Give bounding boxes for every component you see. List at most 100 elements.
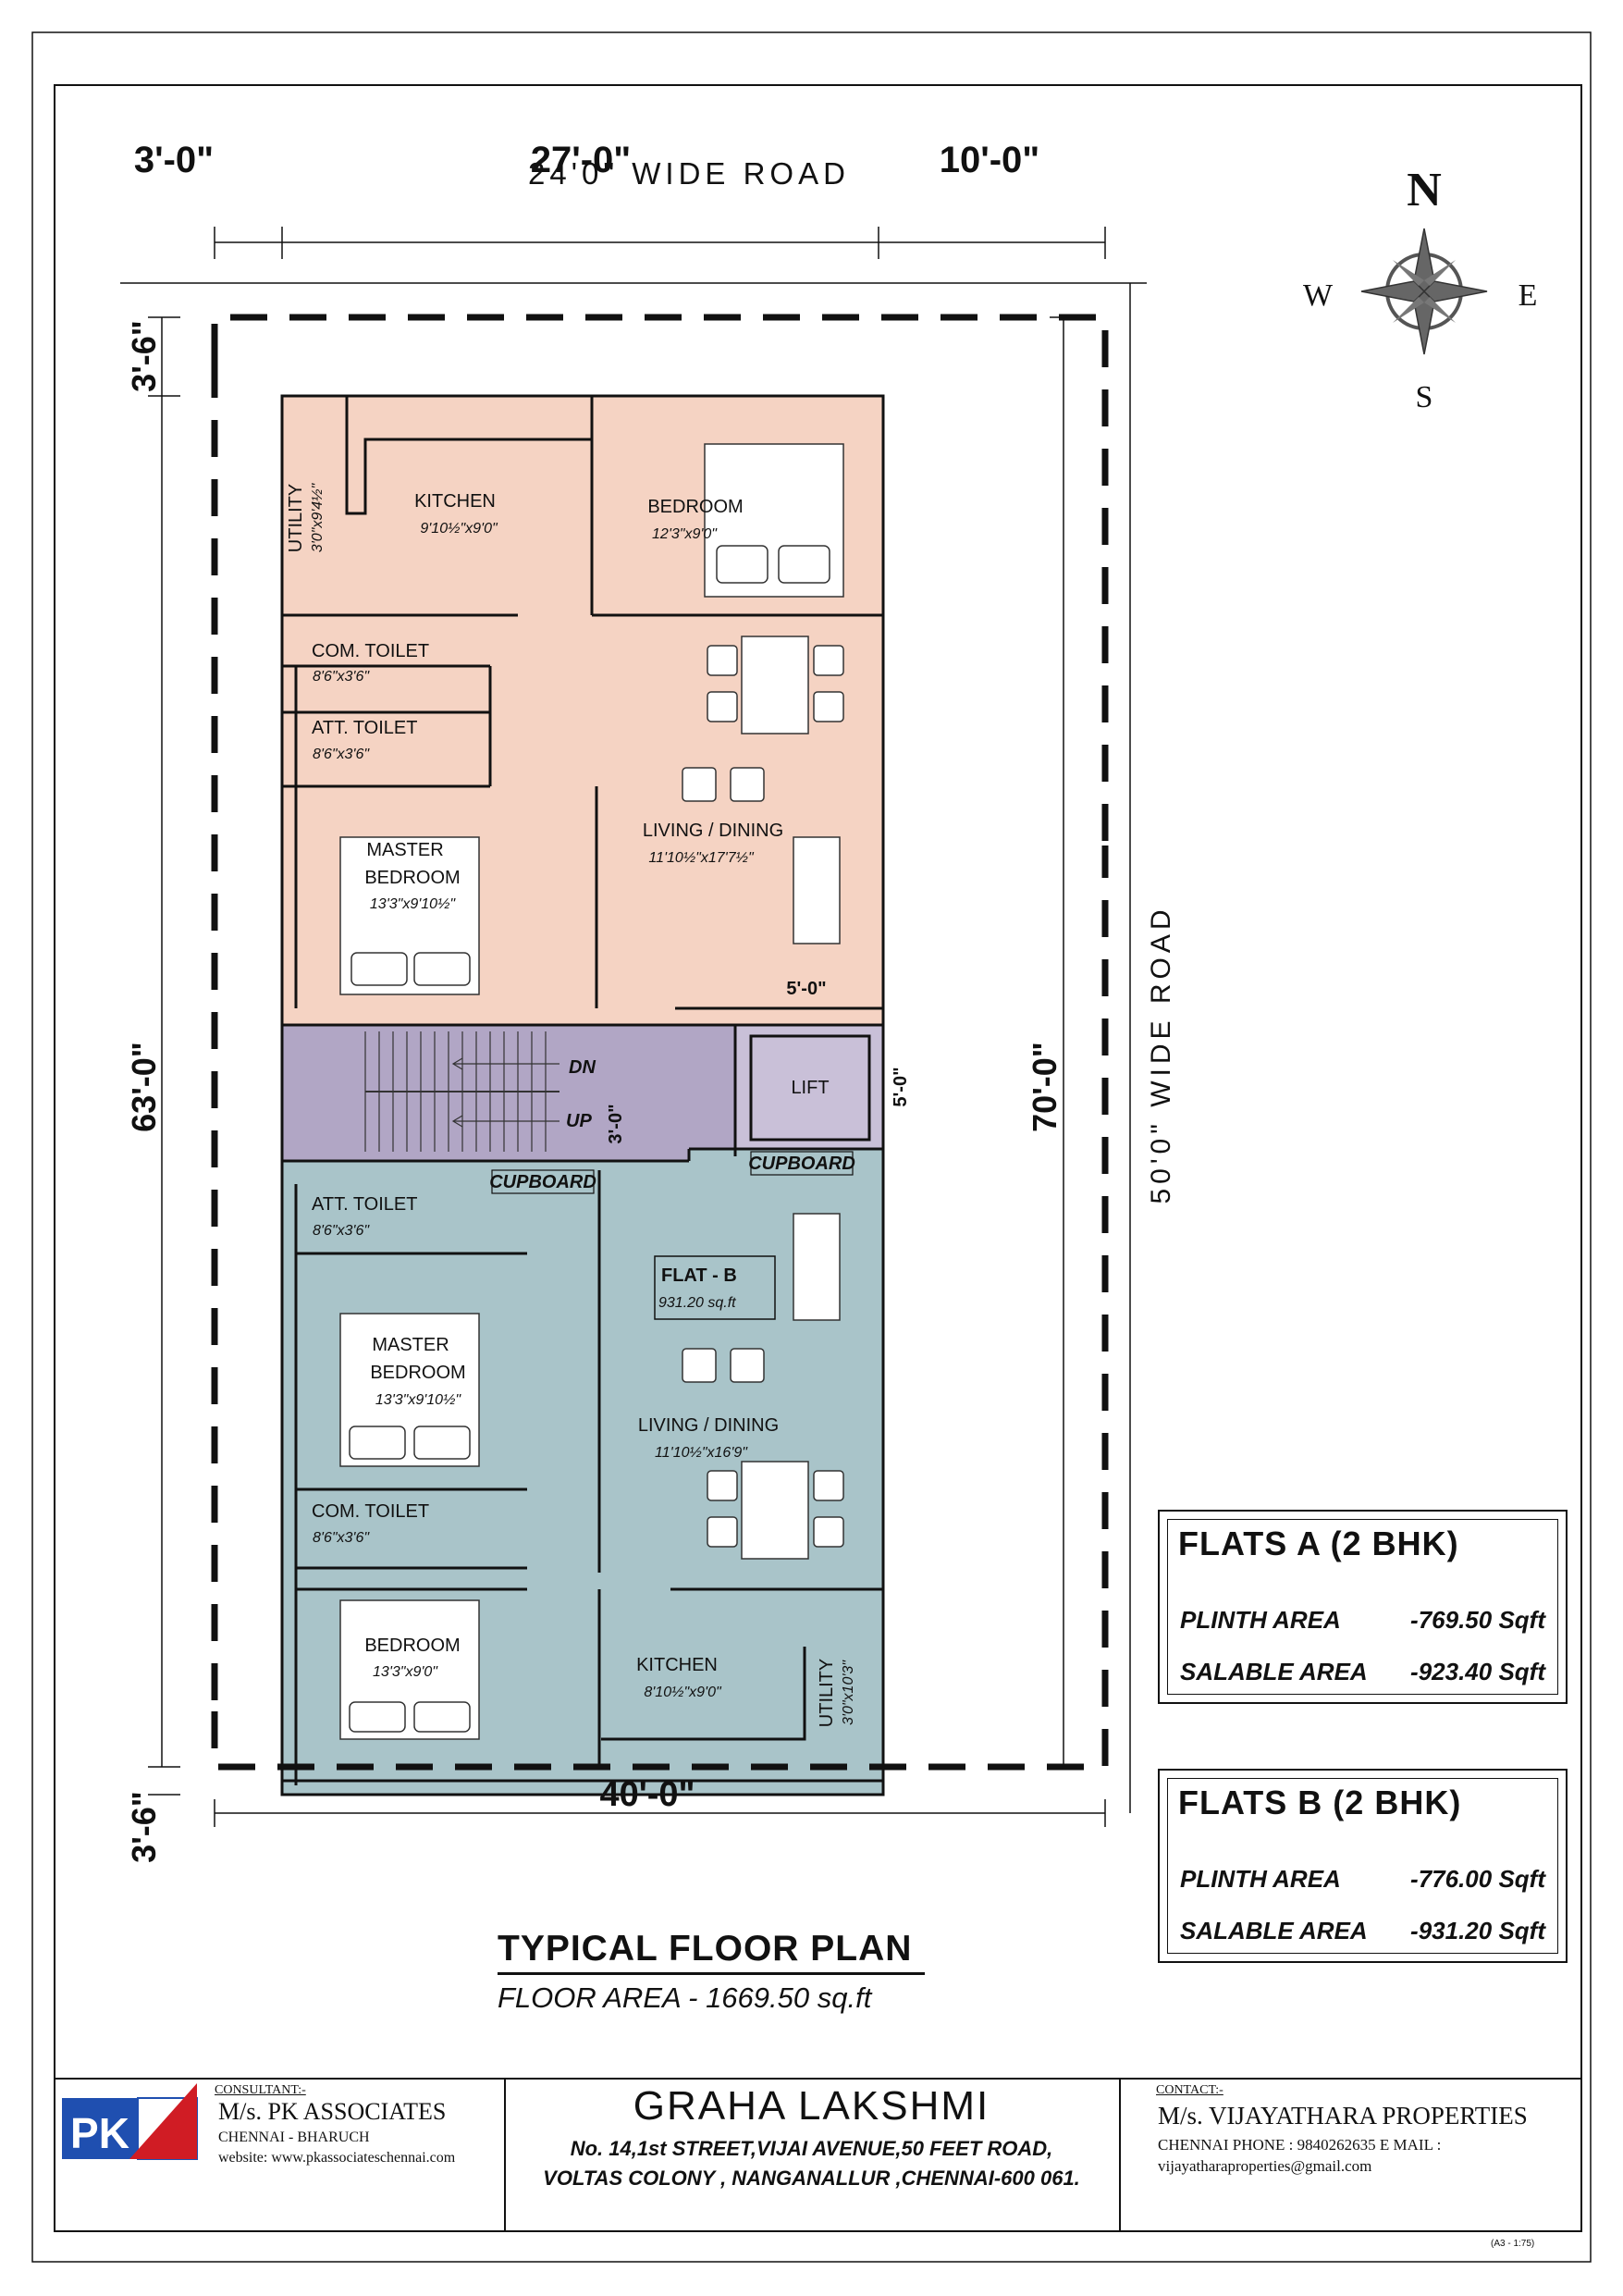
project-name: GRAHA LAKSHMI [633,2083,990,2129]
side-road-label: 50'0" WIDE ROAD [1146,905,1176,1204]
dim-entry-gap: 5'-0" [786,979,826,999]
pk-logo-text: PK [70,2109,129,2157]
bed-icon [339,836,480,995]
flat-b-utility-size: 3'0"x10'3" [841,1660,856,1725]
bottom-dimension-line [214,1799,1106,1827]
dim-left-top: 3'-6" [125,320,163,392]
flat-a-com-toilet-size: 8'6"x3'6" [313,669,370,685]
dim-right-total: 70'-0" [1026,1042,1064,1132]
consultant-label: CONSULTANT:- [215,2083,306,2097]
bed-icon [339,1313,480,1467]
dining-table-icon [707,636,844,734]
flat-b-area: 931.20 sq.ft [658,1295,736,1311]
footer-divider [504,2078,506,2230]
compass-west: W [1303,278,1334,313]
flats-a-plinth-label: PLINTH AREA [1180,1606,1341,1634]
flat-a-com-toilet-label: COM. TOILET [312,641,429,661]
plot-boundary [211,314,1109,1771]
contact-email[interactable]: vijayatharaproperties@gmail.com [1158,2157,1372,2175]
compass-north: N [1407,164,1442,216]
flat-b-master-label-1: MASTER [372,1335,449,1355]
flat-a-master-label-2: BEDROOM [364,868,460,888]
dim-left-bottom: 3'-6" [125,1791,163,1863]
flat-b-living-label: LIVING / DINING [638,1415,779,1436]
flat-a-master-label-1: MASTER [366,840,443,860]
flat-a-bedroom-label: BEDROOM [647,497,743,517]
flats-a-plinth-value: -769.50 Sqft [1410,1606,1545,1634]
flat-b-cupboard-2-box [750,1151,854,1176]
flat-b-bedroom-size: 13'3"x9'0" [373,1664,438,1680]
flats-b-plinth-label: PLINTH AREA [1180,1865,1341,1893]
flat-b-utility-label: UTILITY [817,1659,837,1727]
flat-b-label: FLAT - B [661,1265,737,1286]
flat-a-utility-label: UTILITY [286,484,306,552]
sofa-icon [682,767,841,944]
flat-b-att-toilet-size: 8'6"x3'6" [313,1223,370,1239]
flats-a-salable-label: SALABLE AREA [1180,1658,1368,1685]
flat-b-living-size: 11'10½"x16'9" [655,1445,748,1461]
flat-b-kitchen-label: KITCHEN [636,1655,718,1675]
lift-label: LIFT [791,1078,829,1098]
flats-b-salable-value: -931.20 Sqft [1410,1917,1545,1944]
consultant-website[interactable]: website: www.pkassociateschennai.com [218,2150,456,2166]
flat-a-master-size: 13'3"x9'10½" [370,896,457,912]
flat-b-kitchen-size: 8'10½"x9'0" [644,1685,722,1700]
sofa-icon [682,1213,841,1383]
flat-a-living-label: LIVING / DINING [643,821,783,841]
flat-b-master-size: 13'3"x9'10½" [375,1392,462,1408]
table-frame [1167,1778,1558,1954]
dim-lift-gap: 5'-0" [891,1067,911,1106]
flat-b-com-toilet-label: COM. TOILET [312,1501,429,1522]
consultant-city: CHENNAI - BHARUCH [218,2129,370,2145]
sheet-inner-border [54,84,1582,2232]
top-road-label: 24'0" WIDE ROAD [528,156,850,191]
dining-table-icon [707,1461,844,1560]
flats-b-plinth-value: -776.00 Sqft [1410,1865,1545,1893]
compass-rose-icon [1360,228,1488,355]
flat-a-utility-size: 3'0"x9'4½" [310,482,326,552]
flat-a-att-toilet-label: ATT. TOILET [312,718,417,738]
flat-a-bedroom-size: 12'3"x9'0" [652,526,718,542]
walls [280,394,885,1796]
stair-up-label: UP [566,1111,592,1131]
plan-title: TYPICAL FLOOR PLAN [498,1929,913,1969]
contact-phone: CHENNAI PHONE : 9840262635 E MAIL : [1158,2136,1442,2154]
core-fill [282,1025,883,1161]
scale-note: (A3 - 1:75) [1491,2239,1535,2249]
table-frame [1167,1519,1558,1695]
contact-label: CONTACT:- [1156,2083,1223,2097]
pk-logo-icon [62,2083,198,2160]
flat-b-cupboard-1: CUPBOARD [489,1172,596,1192]
consultant-name: M/s. PK ASSOCIATES [218,2098,447,2125]
staircase [364,1031,559,1152]
flats-b-salable-label: SALABLE AREA [1180,1917,1368,1944]
left-dimension-line [148,316,180,1796]
plan-subtitle: FLOOR AREA - 1669.50 sq.ft [498,1981,872,2014]
flat-b-bedroom-label: BEDROOM [364,1636,460,1656]
project-address-line-2: VOLTAS COLONY , NANGANALLUR ,CHENNAI-600… [543,2166,1080,2190]
flat-b-att-toilet-label: ATT. TOILET [312,1194,417,1215]
footer-strip [55,2078,1581,2232]
flat-b-cupboard-1-box [491,1169,595,1194]
flats-b-area-table: FLATS B (2 BHK) PLINTH AREA -776.00 Sqft… [1158,1769,1568,1963]
flats-a-title: FLATS A (2 BHK) [1178,1524,1459,1562]
footer-divider [1119,2078,1121,2230]
plan-title-underline [498,1972,925,1975]
dim-left-mid: 63'-0" [125,1042,163,1132]
right-dimension-line [1050,316,1077,1768]
dim-top-right: 10'-0" [940,140,1040,180]
compass-south: S [1416,380,1433,414]
flat-a-kitchen-size: 9'10½"x9'0" [420,521,498,537]
compass-east: E [1518,278,1538,313]
bed-icon [339,1599,480,1740]
top-dimension-line [214,227,1106,259]
project-address-line-1: No. 14,1st STREET,VIJAI AVENUE,50 FEET R… [570,2137,1053,2160]
bed-icon [704,443,844,598]
flat-b-label-box [654,1255,776,1320]
dim-stair-gap: 3'-0" [606,1104,626,1143]
flats-b-title: FLATS B (2 BHK) [1178,1784,1462,1821]
flat-b-com-toilet-size: 8'6"x3'6" [313,1530,370,1546]
flats-a-area-table: FLATS A (2 BHK) PLINTH AREA -769.50 Sqft… [1158,1510,1568,1704]
flat-b-cupboard-2: CUPBOARD [748,1154,855,1174]
